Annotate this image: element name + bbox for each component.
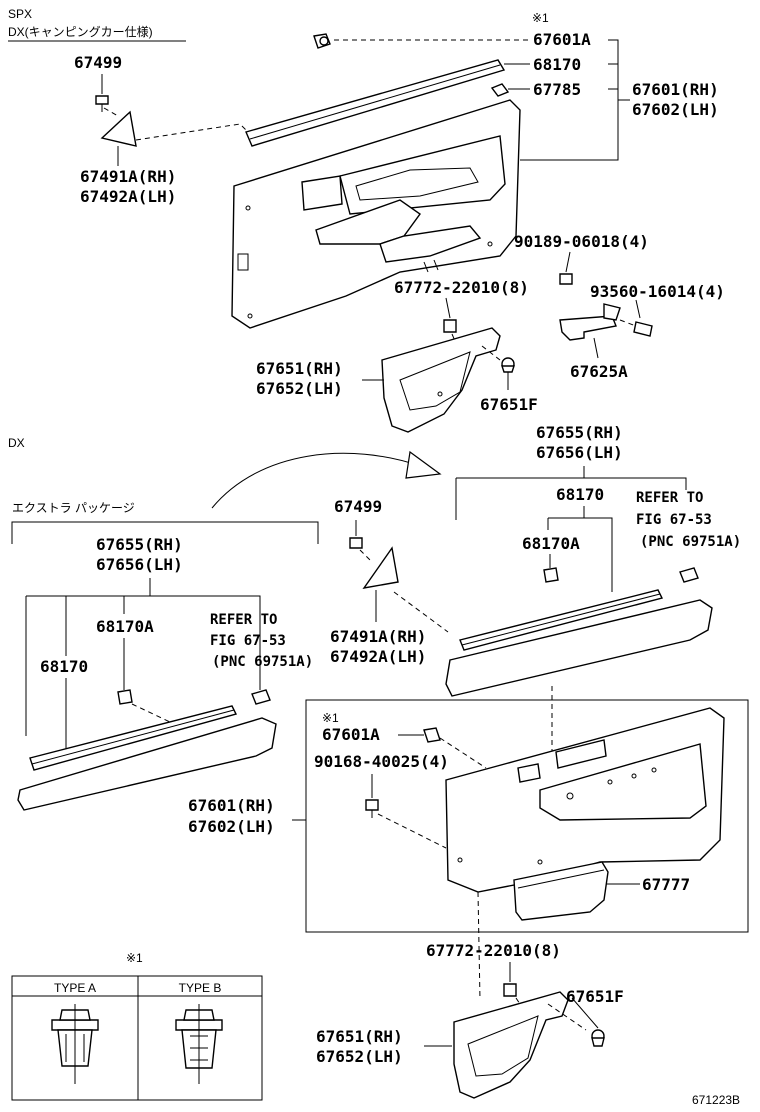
label-67651-lower: 67651(RH) [316,1027,403,1046]
label-67499-mid: 67499 [334,497,382,516]
label-67772-top: 67772-22010(8) [394,278,529,297]
leader-corner-top [135,123,249,141]
label-93560: 93560-16014(4) [590,282,725,301]
label-67651-top: 67651(RH) [256,359,343,378]
clip-68170a-left [117,689,133,705]
ref2-left: FIG 67-53 [210,633,286,649]
weatherstrip-68170-top [245,59,506,147]
ref1-mid: REFER TO [636,490,703,506]
extra-pkg-label: エクストラ パッケージ [12,501,135,515]
label-67777: 67777 [642,875,690,894]
note-mark-box: ※1 [126,951,143,965]
note-mark-top: ※1 [532,11,549,25]
label-67492a-top: 67492A(LH) [80,187,176,206]
clip-67772-top [443,319,457,333]
dx-label: DX [8,436,25,450]
label-68170-top: 68170 [533,55,581,74]
pocket-67777 [513,861,609,921]
label-67652-top: 67652(LH) [256,379,343,398]
screw-90168 [365,799,379,818]
label-67655-left: 67655(RH) [96,535,183,554]
bracket-67655-mid [456,477,687,490]
clip-67785 [490,83,510,97]
clip-68170a-mid [543,567,559,583]
type-table [11,975,263,1101]
bolt-67499-top [95,95,109,112]
label-67499-top: 67499 [74,53,122,72]
type-b-header: TYPE B [179,981,222,995]
ref3-left: (PNC 69751A) [212,654,313,670]
label-67655-mid: 67655(RH) [536,423,623,442]
clip-67651f-lower [591,1029,605,1047]
label-67491a-top: 67491A(RH) [80,167,176,186]
label-67601-lower: 67601(RH) [188,796,275,815]
bracket-67625a [559,303,621,341]
type-a-header: TYPE A [54,981,96,995]
label-67601-top: 67601(RH) [632,80,719,99]
armrest-67651-top [381,327,501,433]
clip-90189 [559,273,573,285]
clip-67651f-top [501,357,515,373]
label-67772-lower: 67772-22010(8) [426,941,561,960]
clip-type-b [175,1004,223,1084]
clip-67772-lower [503,983,517,997]
label-67652-lower: 67652(LH) [316,1047,403,1066]
door-trim-panel-top [231,99,521,329]
ref2-mid: FIG 67-53 [636,512,712,528]
label-68170a-mid: 68170A [522,534,580,553]
clip-67601a-top [313,33,331,49]
clip-69751a-left [251,689,271,705]
screw-93560 [633,321,653,337]
figure-code: 671223B [692,1093,740,1107]
curved-arrow [211,452,421,509]
label-67651f-lower: 67651F [566,987,624,1006]
label-67601a-lower: 67601A [322,725,380,744]
label-67651f-top: 67651F [480,395,538,414]
label-67656-mid: 67656(LH) [536,443,623,462]
label-67602-top: 67602(LH) [632,100,719,119]
armrest-67651-lower [453,991,569,1099]
label-68170-mid: 68170 [556,485,604,504]
belt-molding-67655-mid [445,589,713,697]
label-90189: 90189-06018(4) [514,232,649,251]
label-67492a-mid: 67492A(LH) [330,647,426,666]
grade-spx: SPX [8,7,32,21]
label-68170a-left: 68170A [96,617,154,636]
clip-type-a [51,1004,99,1084]
ref3-mid: (PNC 69751A) [640,534,741,550]
bracket-extra-pkg [11,521,319,544]
grade-dx-camping: DX(キャンピングカー仕様) [8,25,153,39]
door-trim-panel-lower [445,707,725,893]
label-67785: 67785 [533,80,581,99]
label-67602-lower: 67602(LH) [188,817,275,836]
clip-69751a-mid [679,567,699,583]
bolt-67499-mid [349,537,363,549]
label-68170-left: 68170 [40,657,88,676]
label-67601a-top: 67601A [533,30,591,49]
belt-molding-67655-left [17,705,277,811]
label-67491a-mid: 67491A(RH) [330,627,426,646]
ref1-left: REFER TO [210,612,277,628]
label-90168: 90168-40025(4) [314,752,449,771]
label-67625a: 67625A [570,362,628,381]
dx-lower-box [305,699,749,933]
note-mark-mid: ※1 [322,711,339,725]
corner-piece-67491a-top [100,110,137,147]
corner-piece-67491a-mid [362,546,399,589]
clip-67601a-lower [423,727,441,743]
label-67656-left: 67656(LH) [96,555,183,574]
